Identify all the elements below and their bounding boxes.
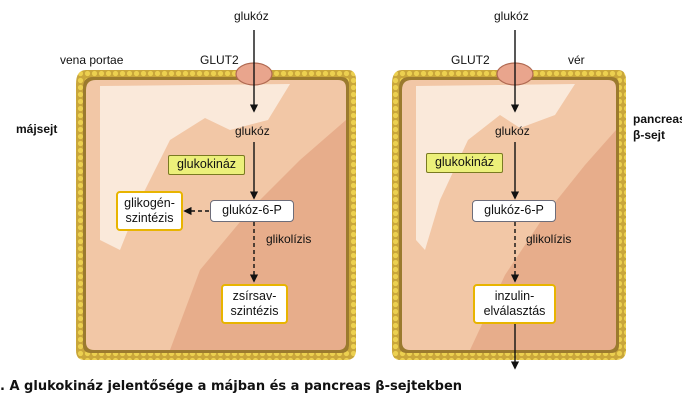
liver-cell-shade — [170, 120, 346, 350]
glycogen-line2: szintézis — [125, 211, 174, 225]
figure-caption: . A glukokináz jelentősége a májban és a… — [0, 379, 463, 394]
right-glucose-outside: glukóz — [494, 9, 529, 23]
blood-label: vér — [568, 53, 585, 67]
right-glut2-label: GLUT2 — [451, 53, 490, 67]
left-glucose-inside: glukóz — [235, 124, 270, 138]
fatty-acid-line2: szintézis — [230, 304, 279, 318]
insulin-secretion-box: inzulin- elválasztás — [473, 284, 556, 324]
fatty-acid-synthesis-box: zsírsav- szintézis — [221, 284, 288, 324]
left-glucose-outside: glukóz — [234, 9, 269, 23]
beta-cell-label: pancreas β-sejt — [633, 111, 682, 143]
left-glycolysis-label: glikolízis — [266, 232, 312, 246]
fatty-acid-line1: zsírsav- — [232, 289, 277, 303]
right-glucokinase-box: glukokináz — [426, 153, 503, 173]
liver-cell-highlight — [100, 84, 290, 250]
beta-cell-highlight — [416, 84, 575, 250]
right-g6p-box: glukóz-6-P — [472, 200, 556, 222]
vena-portae-label: vena portae — [60, 53, 124, 67]
glycogen-synthesis-box: glikogén- szintézis — [116, 191, 183, 231]
left-g6p-box: glukóz-6-P — [210, 200, 294, 222]
beta-cell-label-line1: pancreas — [633, 112, 682, 126]
glycogen-line1: glikogén- — [124, 196, 175, 210]
insulin-line2: elválasztás — [483, 304, 546, 318]
left-glut2-label: GLUT2 — [200, 53, 239, 67]
liver-cell-label: májsejt — [16, 122, 58, 136]
left-glucokinase-box: glukokináz — [168, 155, 245, 175]
right-glucose-inside: glukóz — [495, 124, 530, 138]
insulin-line1: inzulin- — [494, 289, 535, 303]
beta-cell-label-line2: β-sejt — [633, 128, 665, 142]
right-glycolysis-label: glikolízis — [526, 232, 572, 246]
